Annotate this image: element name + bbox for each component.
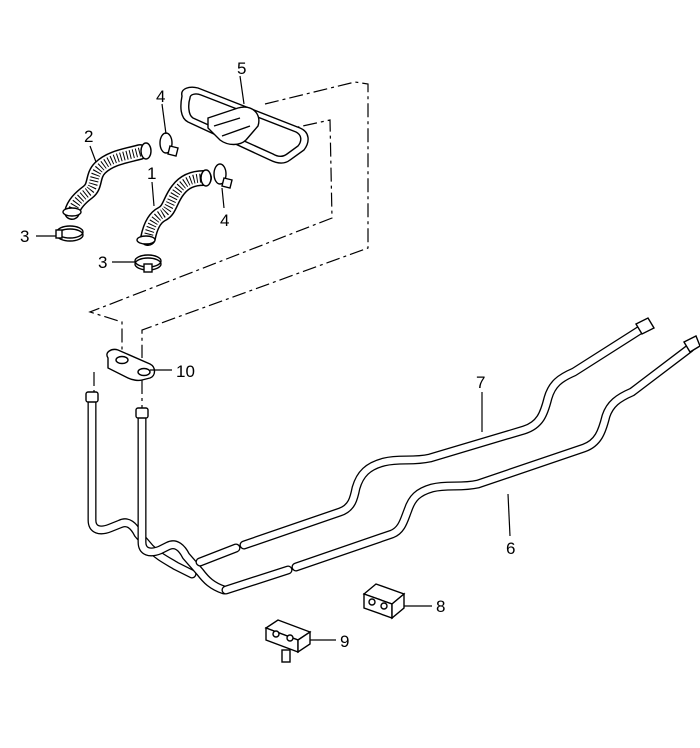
- callout-4-lower: 4: [220, 211, 229, 230]
- callout-4-upper: 4: [156, 87, 165, 106]
- callout-6: 6: [506, 539, 515, 558]
- part-9-bracket: [264, 619, 312, 663]
- part-1-hose: [136, 169, 212, 246]
- pipe-6: [221, 335, 700, 595]
- part-2-hose: [62, 142, 152, 220]
- part-8-block: [362, 583, 406, 620]
- callout-3-left: 3: [20, 227, 29, 246]
- pipe-7: [195, 317, 655, 567]
- pipe-left-verticals: [85, 391, 229, 595]
- callout-7: 7: [476, 373, 485, 392]
- callout-8: 8: [436, 597, 445, 616]
- part-4-clamp-lower: [213, 163, 233, 189]
- callout-labels: 5 4 2 1 4 3 3 10 7 6 8 9: [20, 59, 515, 651]
- part-5-frame: [180, 86, 309, 164]
- callout-3-right: 3: [98, 253, 107, 272]
- callout-2: 2: [84, 127, 93, 146]
- callout-1: 1: [147, 164, 156, 183]
- part-3-clamp-right: [134, 254, 162, 273]
- callout-9: 9: [340, 632, 349, 651]
- part-10-flange: [106, 348, 156, 382]
- part-4-clamp-upper: [159, 132, 179, 157]
- callout-10: 10: [176, 362, 195, 381]
- part-3-clamp-left: [55, 225, 84, 242]
- assembly-guide-lines: [88, 81, 369, 408]
- callout-5: 5: [237, 59, 246, 78]
- leader-lines: [36, 75, 511, 641]
